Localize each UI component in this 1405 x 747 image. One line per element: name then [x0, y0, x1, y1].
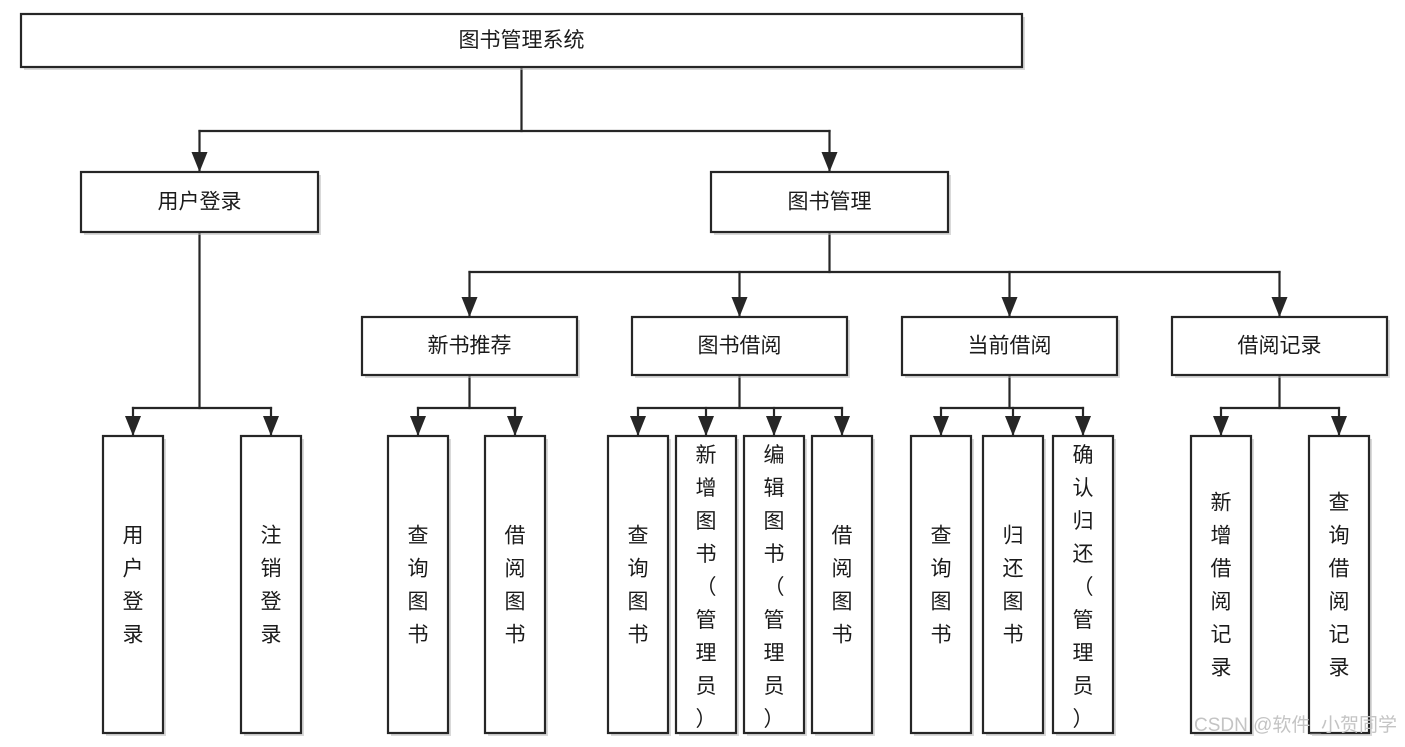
node-leaf-leaf-user-login[interactable]: 用户登录 — [101, 434, 166, 736]
node-level3-borrow-record[interactable]: 借阅记录 — [1170, 315, 1390, 378]
node-label: 归还图书 — [1003, 524, 1024, 646]
node-label: 查询图书 — [931, 524, 952, 646]
connector-arrowhead — [1271, 297, 1288, 317]
connector-arrowhead — [263, 416, 279, 436]
node-label: 借阅图书 — [832, 524, 853, 646]
node-label: 图书管理系统 — [459, 29, 585, 52]
connector-arrowhead — [1075, 416, 1091, 436]
node-label: 图书管理 — [788, 191, 872, 214]
node-root-root[interactable]: 图书管理系统 — [19, 12, 1025, 70]
node-label: 新增借阅记录 — [1211, 491, 1232, 679]
connector-arrowhead — [821, 152, 838, 172]
node-level2-user-login[interactable]: 用户登录 — [79, 170, 321, 235]
connector-arrowhead — [731, 297, 748, 317]
connector-arrowhead — [410, 416, 426, 436]
node-label: 借阅图书 — [505, 524, 526, 646]
node-label: 注销登录 — [261, 524, 282, 646]
node-level2-book-manage[interactable]: 图书管理 — [709, 170, 951, 235]
connector-arrowhead — [1331, 416, 1347, 436]
node-label: 借阅记录 — [1238, 335, 1322, 358]
connector-arrowhead — [834, 416, 850, 436]
connector-arrowhead — [766, 416, 782, 436]
connector-arrowhead — [191, 152, 208, 172]
node-level3-book-borrow[interactable]: 图书借阅 — [630, 315, 850, 378]
connector-arrowhead — [461, 297, 478, 317]
node-leaf-leaf-borrow-book[interactable]: 借阅图书 — [810, 434, 875, 736]
connector-arrowhead — [1213, 416, 1229, 436]
connector-arrowhead — [933, 416, 949, 436]
connector-arrowhead — [698, 416, 714, 436]
node-leaf-leaf-edit-book[interactable]: 编辑图书（管理员） — [742, 434, 807, 736]
node-leaf-leaf-borrow-book-rec[interactable]: 借阅图书 — [483, 434, 548, 736]
connector-arrowhead — [507, 416, 523, 436]
node-leaf-leaf-return-book[interactable]: 归还图书 — [981, 434, 1046, 736]
node-label: 编辑图书（管理员） — [764, 444, 785, 731]
connector-arrowhead — [125, 416, 141, 436]
node-label: 查询图书 — [628, 524, 649, 646]
connector-layer — [125, 65, 1347, 437]
node-leaf-leaf-add-record[interactable]: 新增借阅记录 — [1189, 434, 1254, 736]
node-leaf-leaf-query-book-borrow[interactable]: 查询图书 — [606, 434, 671, 736]
node-label: 图书借阅 — [698, 335, 782, 358]
csdn-watermark: CSDN @软件_小贺同学 — [1194, 714, 1397, 736]
node-label: 查询借阅记录 — [1329, 491, 1350, 679]
node-leaf-leaf-query-record[interactable]: 查询借阅记录 — [1307, 434, 1372, 736]
node-label: 用户登录 — [123, 524, 144, 646]
node-leaf-leaf-confirm-return[interactable]: 确认归还（管理员） — [1051, 434, 1116, 736]
node-leaf-leaf-add-book[interactable]: 新增图书（管理员） — [674, 434, 739, 736]
node-level3-new-book-recommend[interactable]: 新书推荐 — [360, 315, 580, 378]
node-leaf-leaf-query-book-cur[interactable]: 查询图书 — [909, 434, 974, 736]
node-label: 新增图书（管理员） — [696, 444, 717, 731]
connector-arrowhead — [630, 416, 646, 436]
node-leaf-leaf-user-logout[interactable]: 注销登录 — [239, 434, 304, 736]
node-leaf-leaf-query-book-rec[interactable]: 查询图书 — [386, 434, 451, 736]
node-label: 查询图书 — [408, 524, 429, 646]
node-label: 新书推荐 — [428, 335, 512, 358]
connector-arrowhead — [1001, 297, 1018, 317]
node-layer: 图书管理系统用户登录图书管理新书推荐图书借阅当前借阅借阅记录用户登录注销登录查询… — [19, 12, 1390, 736]
node-label: 用户登录 — [158, 191, 242, 214]
node-level3-current-borrow[interactable]: 当前借阅 — [900, 315, 1120, 378]
node-label: 确认归还（管理员） — [1073, 444, 1094, 731]
node-label: 当前借阅 — [968, 335, 1052, 358]
connector-arrowhead — [1005, 416, 1021, 436]
